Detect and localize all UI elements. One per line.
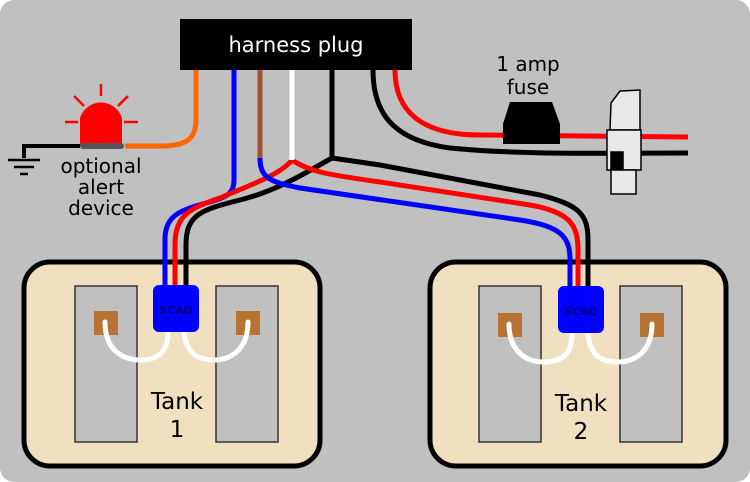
- fuse-body: [503, 102, 560, 144]
- wire-red-tank-2: [290, 157, 581, 294]
- harness-plug: harness plug: [180, 19, 412, 70]
- scad-tank-1-label: SCAD: [159, 304, 193, 317]
- scad-tank-2: SCAD: [558, 286, 604, 333]
- wire-ground: [22, 144, 80, 158]
- tank-1: Tank 1: [21, 259, 323, 469]
- alert-label-line3: device: [68, 196, 134, 220]
- breaker-switch: [610, 151, 624, 171]
- tank-2-right-jumper-wire: [585, 321, 655, 365]
- wire-red-supply: [392, 69, 689, 140]
- tank-1-left-electrode: [74, 285, 138, 443]
- harness-plug-body: [180, 19, 412, 70]
- tank-2-label: Tank: [554, 391, 608, 417]
- tank-1-number: 1: [170, 417, 185, 443]
- tank-2-number: 2: [574, 419, 589, 445]
- alert-device: optional alert device: [8, 84, 142, 220]
- alert-label-line1: optional: [60, 154, 141, 178]
- tank-1-right-electrode: [215, 285, 279, 443]
- tank-2-left-jumper-wire: [506, 321, 575, 365]
- alert-rays-icon: [65, 84, 138, 124]
- breaker-top: [609, 89, 641, 131]
- alert-beacon-icon: [80, 102, 122, 145]
- wire-red-tank-1: [172, 158, 294, 292]
- fuse-label-line2: fuse: [507, 75, 549, 99]
- alert-base: [80, 143, 124, 149]
- breaker-bottom: [610, 169, 637, 195]
- fuse: 1 amp fuse: [496, 52, 560, 144]
- scad-tank-2-label: SCAD: [564, 305, 598, 318]
- scad-tank-1: SCAD: [153, 285, 199, 332]
- ground-icon: [8, 158, 40, 176]
- tank-2-right-electrode: [619, 285, 683, 443]
- fuse-label-line1: 1 amp: [496, 52, 560, 76]
- wire-black-tank-2: [331, 155, 591, 294]
- alert-label-line2: alert: [78, 175, 124, 199]
- harness-plug-label: harness plug: [228, 33, 363, 57]
- tank-2: Tank 2: [427, 259, 729, 469]
- tank-2-left-electrode: [478, 285, 542, 443]
- tank-1-right-jumper-wire: [181, 319, 251, 363]
- circuit-breaker: [606, 89, 642, 195]
- wire-blue-tank-2: [257, 157, 573, 294]
- tank-1-label: Tank: [150, 389, 204, 415]
- scad-tank-1-box: [153, 285, 199, 332]
- scad-tank-2-box: [558, 286, 604, 333]
- wire-orange-alert: [125, 70, 199, 149]
- tank-1-left-jumper-wire: [102, 319, 171, 363]
